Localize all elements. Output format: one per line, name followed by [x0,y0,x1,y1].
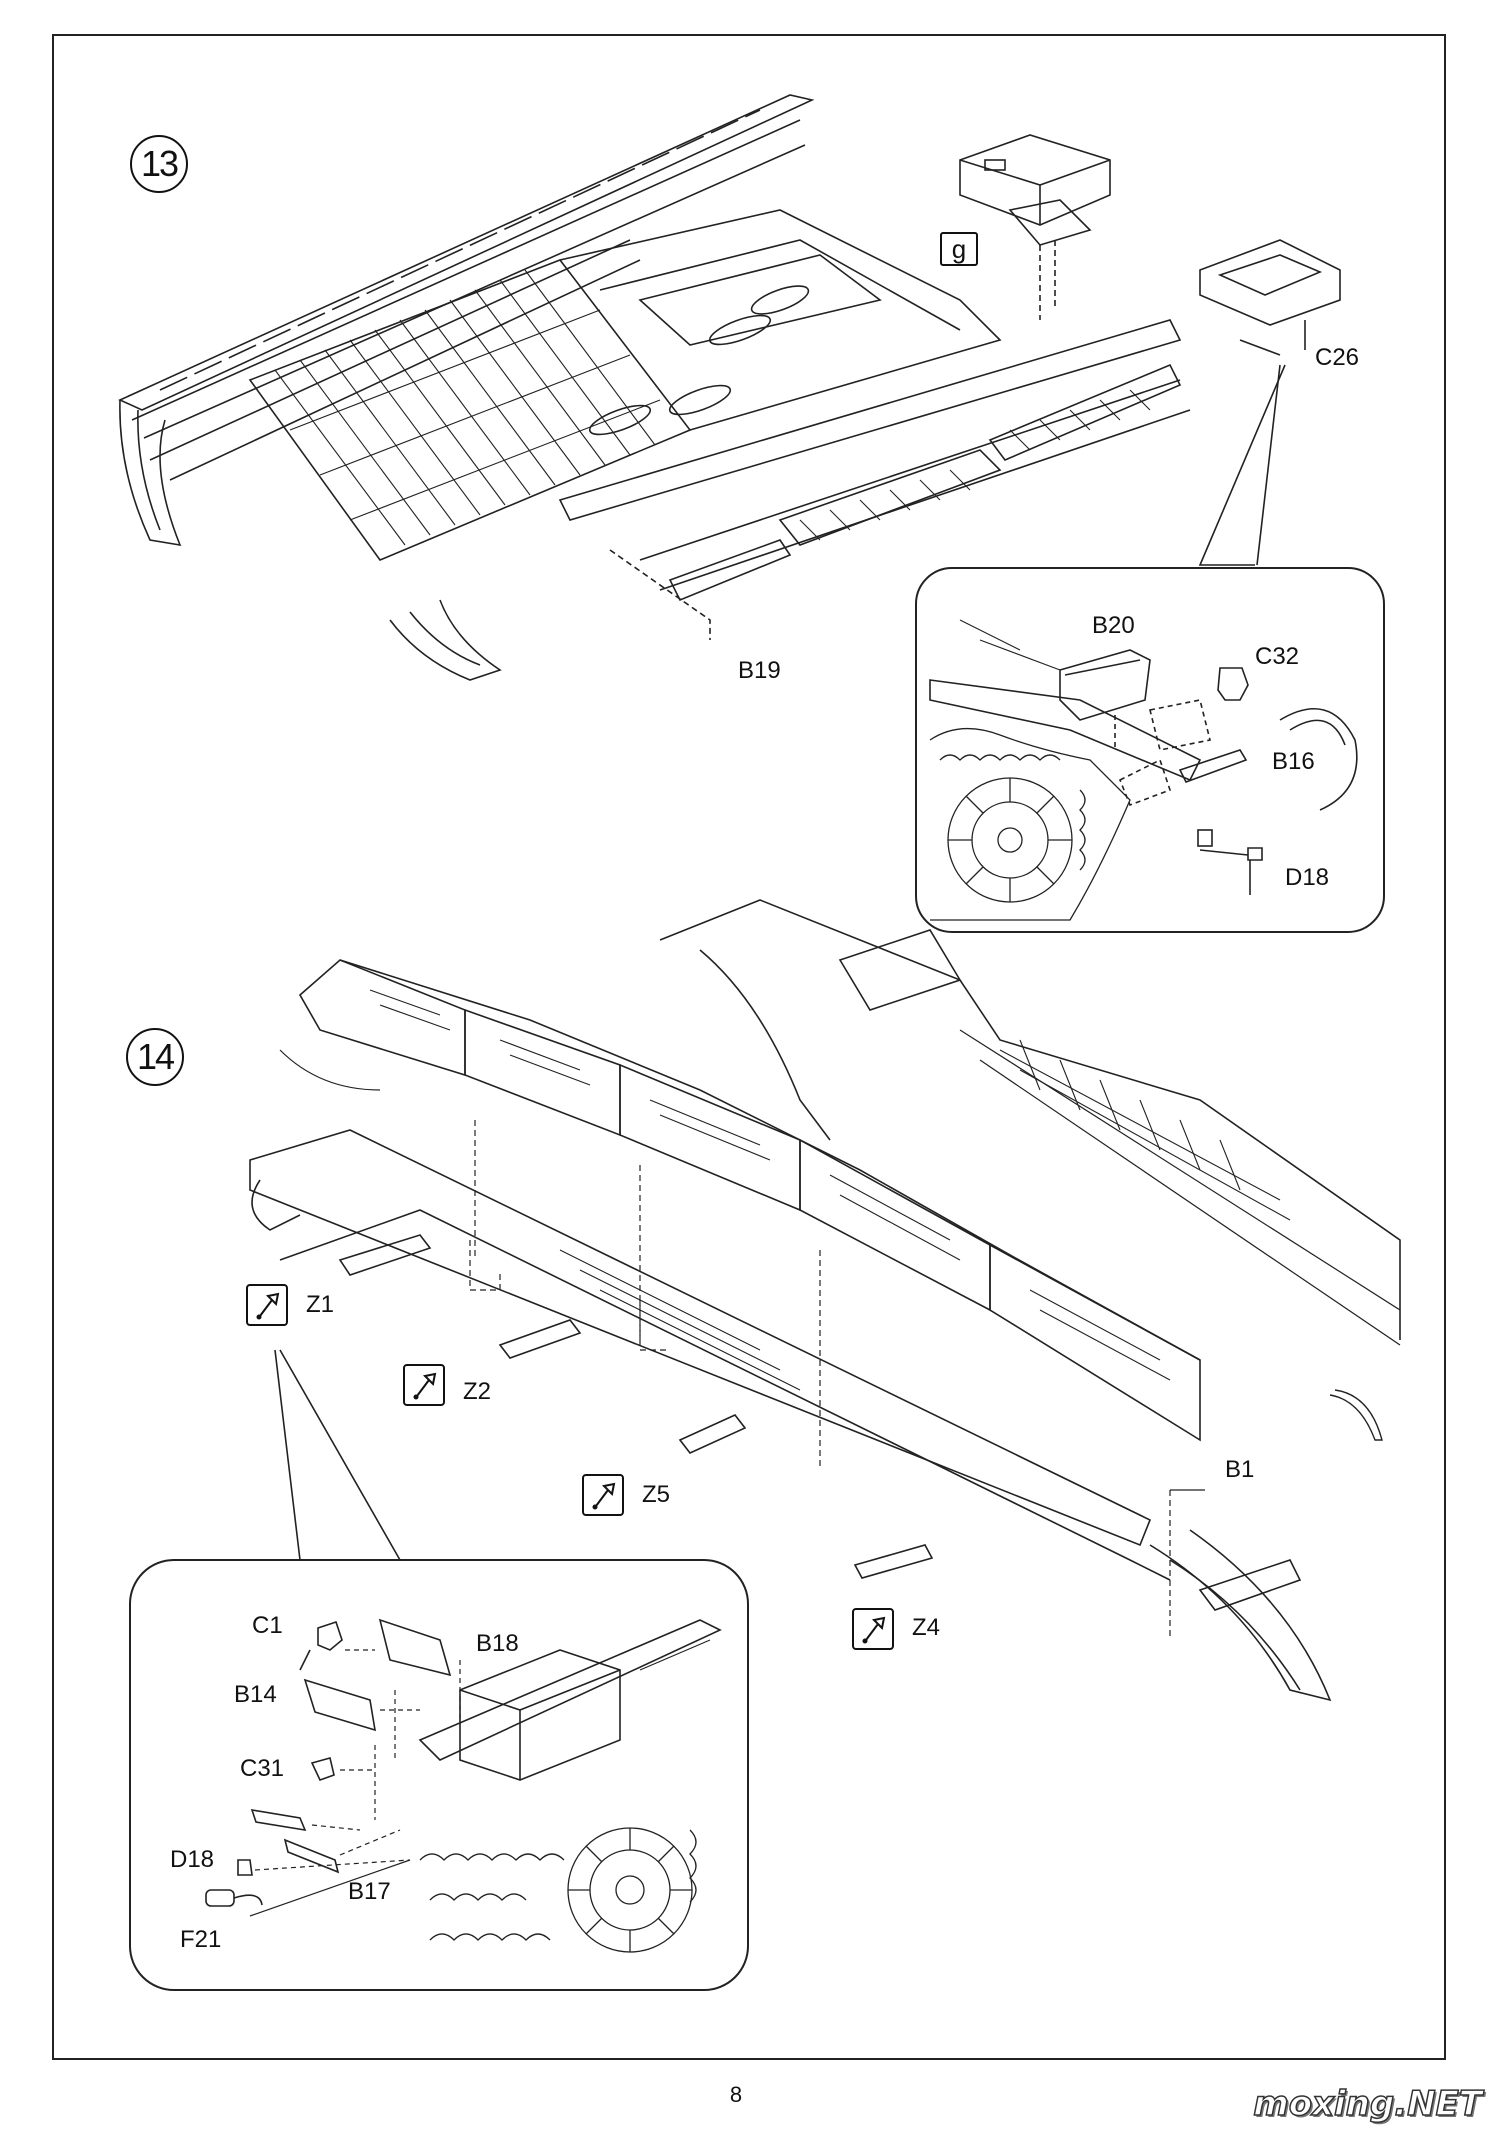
photo-etch-icon-Z4 [852,1608,894,1650]
label-B17: B17 [348,1878,391,1905]
label-C1: C1 [252,1612,283,1639]
callout-leaders-14 [274,1349,401,1561]
label-Z5: Z5 [642,1481,671,1508]
page-frame [52,34,1446,2060]
photo-etch-part-icon [256,1292,280,1320]
photo-etch-part-icon [592,1482,616,1510]
label-B16: B16 [1272,748,1315,775]
step-number-14: 14 [126,1028,184,1086]
photo-etch-icon-Z2 [403,1364,445,1406]
label-D18-detail13: D18 [1285,864,1330,891]
photo-etch-part-icon [413,1372,437,1400]
photo-etch-part-icon [862,1616,886,1644]
label-Z4: Z4 [912,1614,941,1641]
label-D18-detail14: D18 [170,1846,215,1873]
label-C26: C26 [1315,344,1360,371]
callout-leaders-13 [1198,364,1286,566]
paint-marker-g: g [940,232,978,266]
label-Z1: Z1 [306,1291,335,1318]
step13-hull [118,94,1191,681]
page-number: 8 [718,2082,754,2108]
detail-bubble-13 [915,567,1385,933]
detail-bubble-14 [129,1559,749,1991]
label-C31: C31 [240,1755,285,1782]
site-watermark: moxing.NET [1253,2083,1483,2125]
photo-etch-icon-Z1 [246,1284,288,1326]
label-F21: F21 [180,1926,222,1953]
label-B20: B20 [1092,612,1135,639]
label-B14: B14 [234,1681,277,1708]
label-B18: B18 [476,1630,519,1657]
label-B19: B19 [738,657,781,684]
label-C32: C32 [1255,643,1300,670]
step14-fender [249,899,1401,1702]
label-Z2: Z2 [463,1378,492,1405]
photo-etch-icon-Z5 [582,1474,624,1516]
step-number-13: 13 [130,135,188,193]
step13-rear-boxes [959,134,1341,356]
label-B1: B1 [1225,1456,1255,1483]
